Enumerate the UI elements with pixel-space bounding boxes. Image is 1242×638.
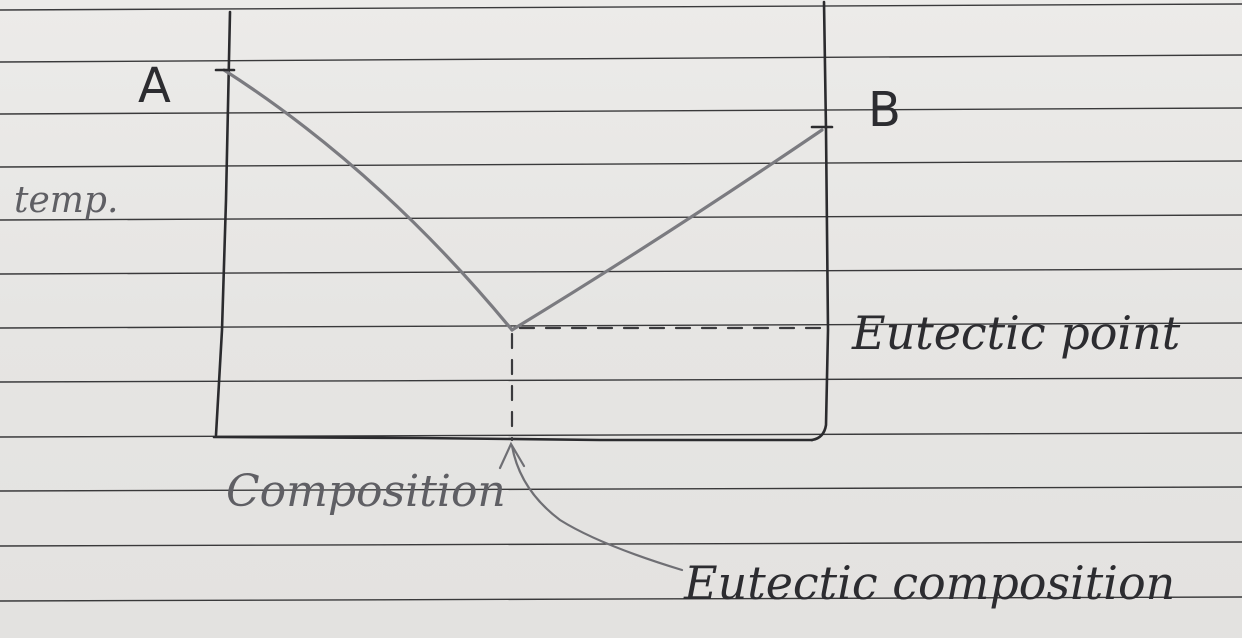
- ruled-line: [0, 596, 1242, 602]
- eutectic-point-label: Eutectic point: [852, 306, 1181, 360]
- arrow-head: [498, 441, 526, 470]
- ruled-line: [0, 432, 1242, 438]
- ruled-line: [0, 486, 1242, 492]
- bottom-axis: [212, 435, 814, 442]
- liquidus-line-a: [222, 68, 514, 332]
- ruled-line: [0, 268, 1242, 275]
- ruled-line: [0, 160, 1242, 168]
- ruled-line: [0, 377, 1242, 383]
- eutectic-composition-label: Eutectic composition: [684, 556, 1176, 610]
- left-axis: [214, 10, 232, 437]
- ruled-line: [0, 107, 1242, 115]
- ruled-line: [0, 214, 1242, 221]
- right-axis: [810, 0, 830, 442]
- ruled-line: [0, 54, 1242, 63]
- ruled-line: [0, 322, 1242, 329]
- ruled-line: [0, 3, 1242, 11]
- eutectic-composition-arrow: [510, 444, 684, 572]
- ruled-lines: [0, 3, 1242, 602]
- x-axis-label: Composition: [226, 466, 506, 517]
- y-axis-label: temp.: [14, 180, 119, 221]
- label-point-b: B: [868, 82, 901, 138]
- liquidus-line-b: [510, 128, 824, 332]
- label-point-a: A: [138, 58, 171, 114]
- ruled-line: [0, 541, 1242, 547]
